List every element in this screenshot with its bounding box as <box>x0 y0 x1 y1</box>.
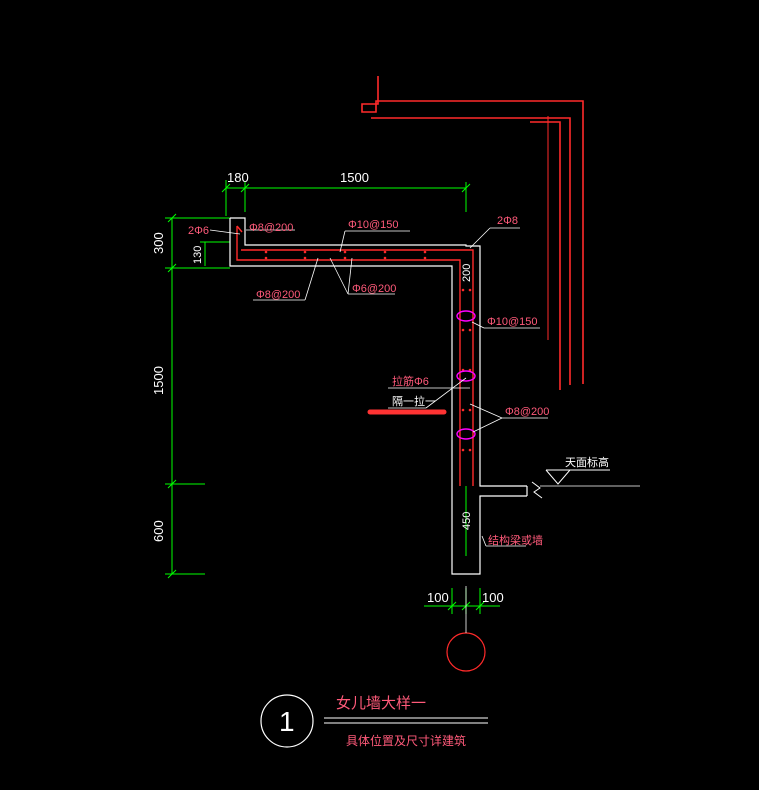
leader-lines <box>209 227 548 547</box>
note-top-bar-b: Φ10@150 <box>348 219 399 231</box>
note-corner-bars: 2Φ8 <box>497 215 518 227</box>
note-roof-level: 天面标高 <box>565 455 609 469</box>
concrete-outline <box>229 217 640 575</box>
architectural-outline <box>361 76 584 390</box>
dim-wall-lower: 450 <box>461 512 473 530</box>
title-name: 女儿墙大样一 <box>336 694 426 712</box>
note-wall-bar: Φ8@200 <box>505 406 549 418</box>
dim-wall-top: 200 <box>461 264 473 282</box>
title-number: 1 <box>279 706 295 737</box>
dim-bottom-right: 100 <box>482 590 504 605</box>
dim-left-middle: 1500 <box>151 366 166 395</box>
title-circle <box>260 694 314 748</box>
rebar-dots <box>264 250 472 452</box>
note-hook-bars: 2Φ6 <box>188 225 209 237</box>
title-block: 1 女儿墙大样一 具体位置及尺寸详建筑 <box>260 694 488 748</box>
dim-top-left: 180 <box>227 170 249 185</box>
level-marker <box>531 469 610 499</box>
section-circle <box>446 632 486 672</box>
note-tie-bar: 拉筋Φ6 <box>392 374 429 388</box>
dim-left-upper: 300 <box>151 232 166 254</box>
note-structure-wall: 结构梁或墙 <box>488 533 543 547</box>
note-top-bar-a: Φ8@200 <box>249 222 293 234</box>
dim-top-span: 1500 <box>340 170 369 185</box>
note-bottom-bar-b: Φ6@200 <box>352 283 396 295</box>
dim-left-small: 130 <box>192 246 204 264</box>
title-note: 具体位置及尺寸详建筑 <box>346 733 466 748</box>
note-tie-spacing: 隔一拉一 <box>392 394 436 408</box>
note-vertical-bar: Φ10@150 <box>487 316 538 328</box>
note-bottom-bar-a: Φ8@200 <box>256 289 300 301</box>
dim-bottom-left: 100 <box>427 590 449 605</box>
rebar-lines <box>236 225 474 486</box>
tie-stirrups <box>456 310 476 440</box>
dim-left-lower: 600 <box>151 520 166 542</box>
